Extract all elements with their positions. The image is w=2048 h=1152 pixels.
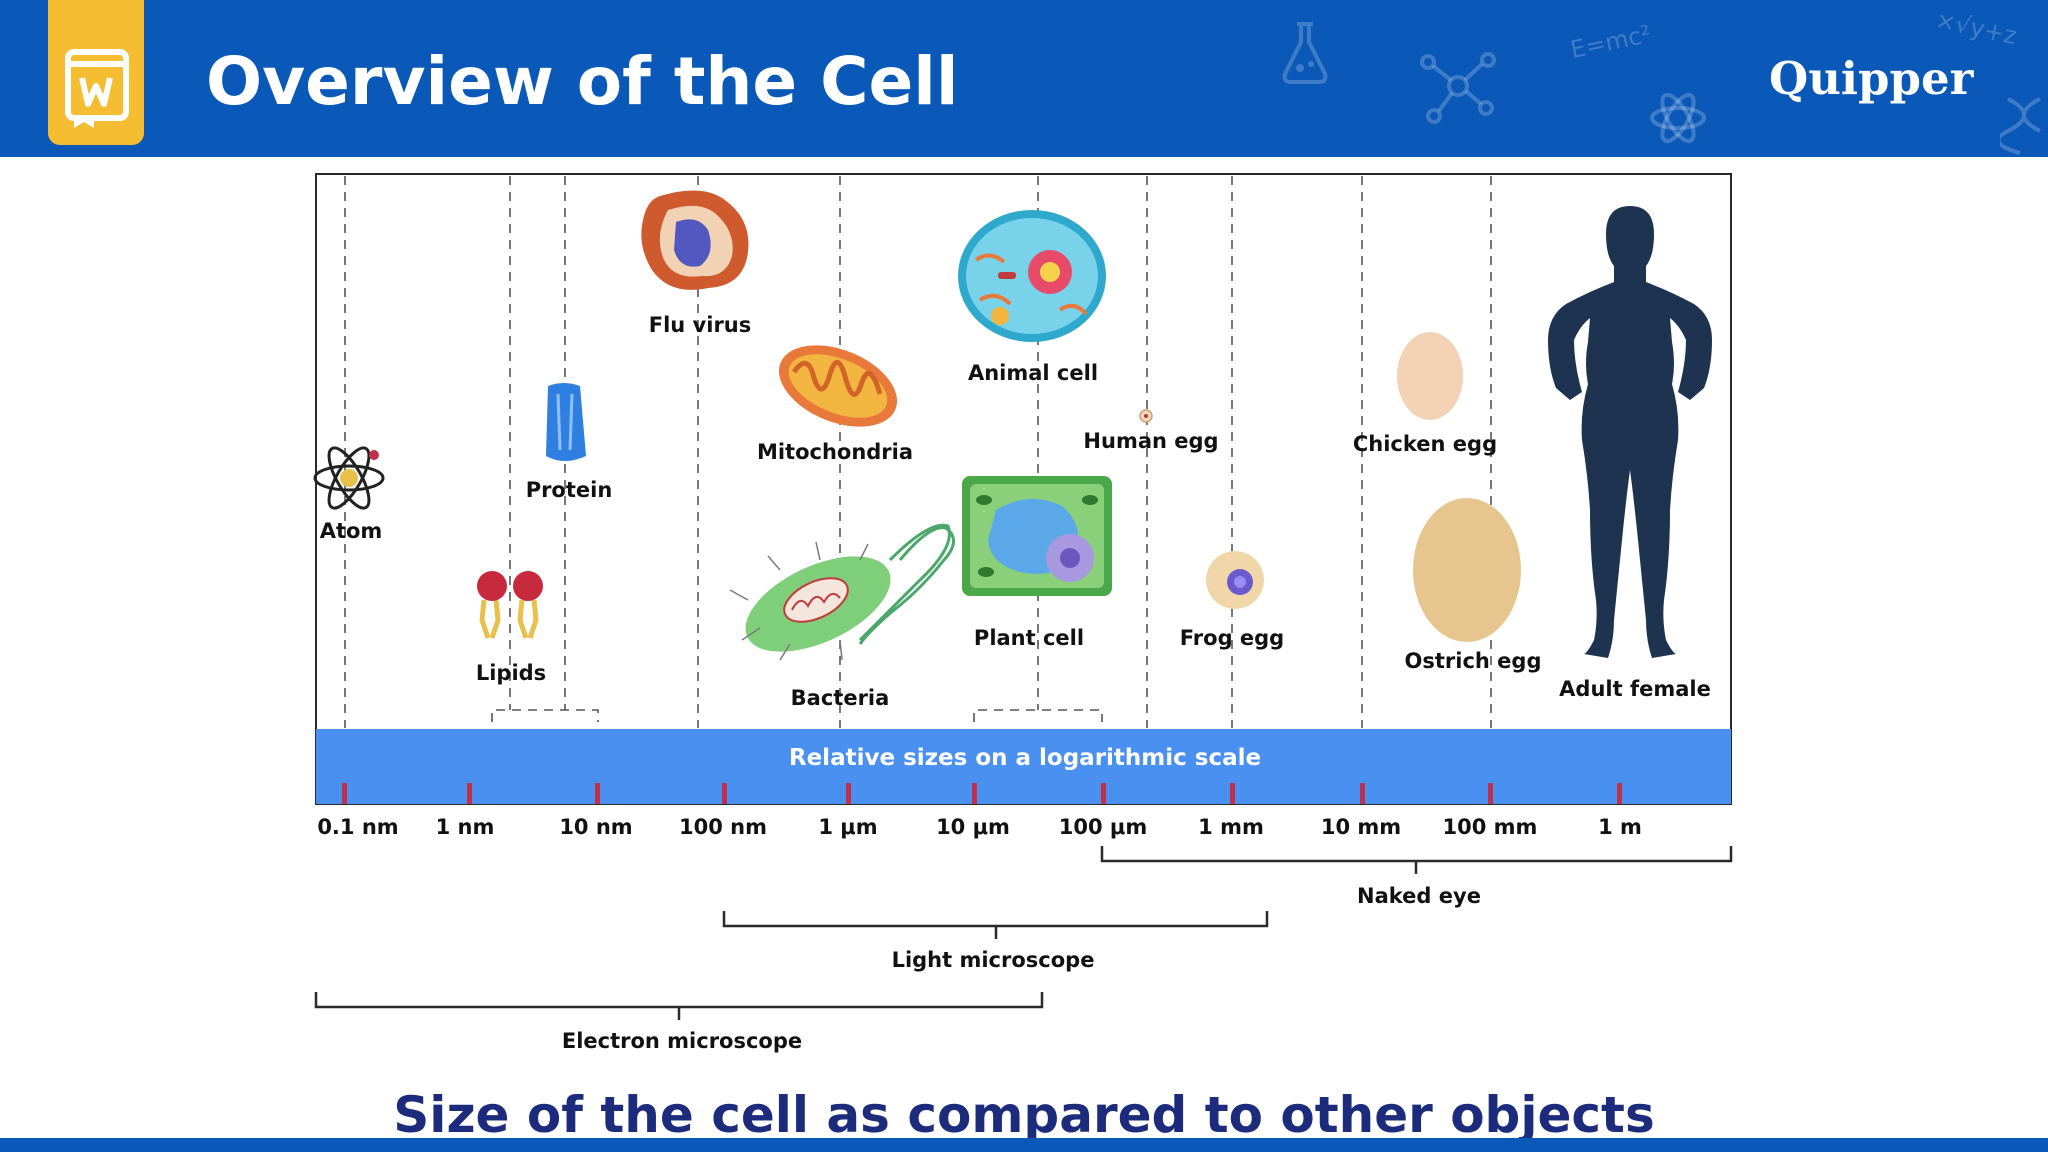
label-protein: Protein <box>526 478 613 502</box>
electron-microscope-bracket <box>314 992 1044 1020</box>
bacteria-illustration <box>729 523 955 661</box>
label-mitochondria: Mitochondria <box>757 440 913 464</box>
label-naked-eye: Naked eye <box>1357 884 1481 908</box>
plant-cell-illustration <box>962 476 1112 596</box>
cell-size-diagram: Atom Lipids Protein Flu virus Mitochondr… <box>313 173 1733 1053</box>
label-adult-female: Adult female <box>1559 677 1711 701</box>
scale-band <box>316 729 1731 804</box>
label-chicken-egg: Chicken egg <box>1353 432 1497 456</box>
tick-label: 10 μm <box>936 815 1010 839</box>
atom-illustration <box>313 446 385 510</box>
atom-icon <box>1648 88 1708 152</box>
label-bacteria: Bacteria <box>791 686 890 710</box>
label-flu-virus: Flu virus <box>649 313 752 337</box>
lipids-illustration <box>477 571 543 639</box>
tick-label: 1 nm <box>436 815 495 839</box>
header-bar: Overview of the Cell E=mc² ×√y+z Quipper <box>0 0 2048 157</box>
ostrich-egg-illustration <box>1413 498 1521 642</box>
flu-virus-illustration <box>641 190 749 290</box>
bottom-bar <box>0 1138 2048 1152</box>
scale-band-label: Relative sizes on a logarithmic scale <box>789 745 1261 771</box>
animal-cell-illustration <box>958 210 1106 342</box>
slide-caption: Size of the cell as compared to other ob… <box>393 1086 1655 1144</box>
quipper-logo: Quipper <box>1769 52 1974 105</box>
mitochondria-illustration <box>778 345 898 427</box>
frog-egg-illustration <box>1206 551 1264 609</box>
label-frog-egg: Frog egg <box>1180 626 1284 650</box>
label-plant-cell: Plant cell <box>974 626 1084 650</box>
adult-female-silhouette <box>1548 206 1712 658</box>
molecule-icon <box>1418 50 1498 129</box>
book-icon <box>48 0 144 145</box>
tick-label: 10 nm <box>559 815 632 839</box>
tick-label: 0.1 nm <box>317 815 398 839</box>
flask-icon <box>1275 18 1335 92</box>
label-light-microscope: Light microscope <box>892 948 1095 972</box>
chicken-egg-illustration <box>1397 332 1463 420</box>
tick-label: 100 nm <box>679 815 767 839</box>
label-human-egg: Human egg <box>1083 429 1218 453</box>
label-atom: Atom <box>320 519 383 543</box>
human-egg-illustration <box>1139 409 1153 423</box>
label-ostrich-egg: Ostrich egg <box>1405 649 1542 673</box>
label-electron-microscope: Electron microscope <box>562 1029 802 1053</box>
tick-label: 1 μm <box>818 815 877 839</box>
naked-eye-bracket <box>1100 846 1733 874</box>
dna-icon <box>1996 95 2048 157</box>
protein-illustration <box>546 383 586 461</box>
tick-label: 10 mm <box>1321 815 1401 839</box>
label-lipids: Lipids <box>476 661 546 685</box>
tick-label: 100 mm <box>1443 815 1538 839</box>
label-animal-cell: Animal cell <box>968 361 1098 385</box>
page-title: Overview of the Cell <box>206 43 959 120</box>
light-microscope-bracket <box>722 911 1269 939</box>
scale-tick-marks <box>342 783 1622 804</box>
tick-label: 1 m <box>1598 815 1642 839</box>
tick-label: 1 mm <box>1198 815 1264 839</box>
tick-label: 100 μm <box>1059 815 1147 839</box>
